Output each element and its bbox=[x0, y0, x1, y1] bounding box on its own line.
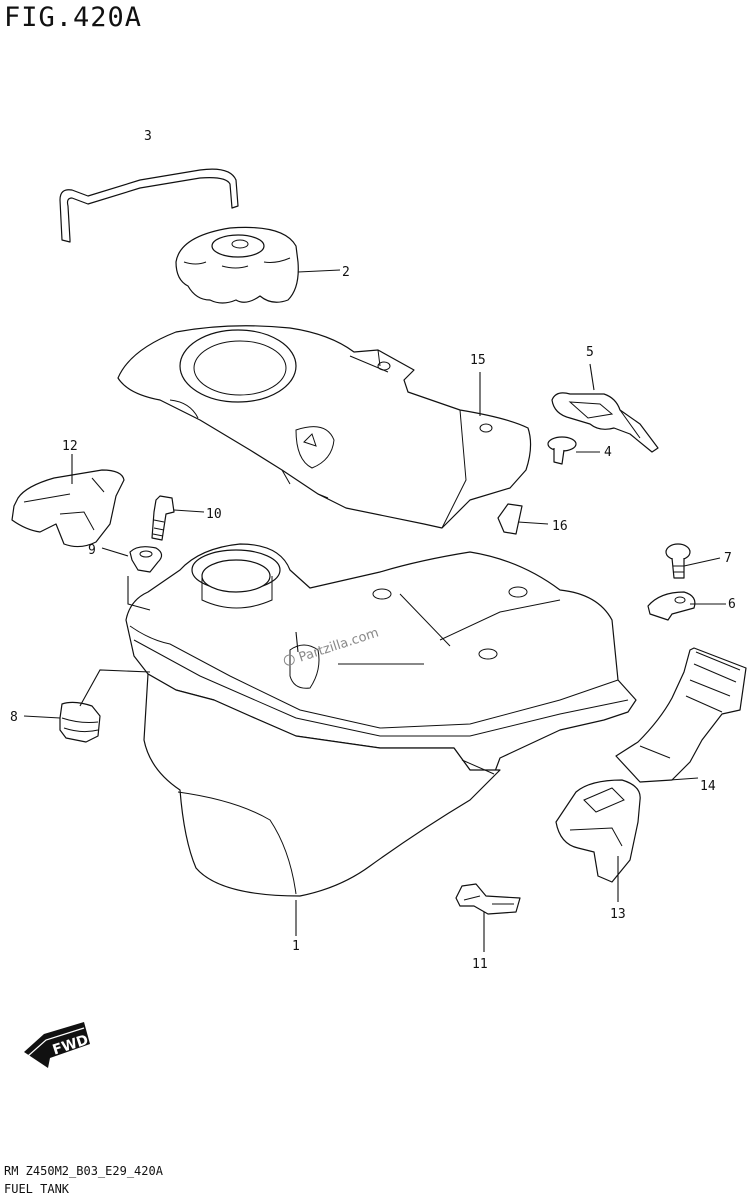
callout-14: 14 bbox=[700, 779, 716, 794]
model-code: RM Z450M2_B03_E29_420A bbox=[4, 1164, 163, 1178]
part-8-grommet[interactable] bbox=[59, 701, 101, 743]
part-4-screw[interactable] bbox=[547, 436, 577, 465]
callout-11: 11 bbox=[472, 957, 488, 972]
part-1-fuel-tank[interactable] bbox=[125, 543, 637, 897]
callout-5: 5 bbox=[586, 345, 594, 360]
leader-lines bbox=[23, 269, 726, 952]
callout-10: 10 bbox=[206, 507, 222, 522]
part-12-side-bracket[interactable] bbox=[11, 469, 125, 548]
callout-4: 4 bbox=[604, 445, 612, 460]
part-11-clip[interactable] bbox=[455, 883, 521, 915]
part-6-nut-plate[interactable] bbox=[647, 591, 696, 621]
callout-8: 8 bbox=[10, 710, 18, 725]
part-10-bolt[interactable] bbox=[151, 495, 175, 541]
callout-7: 7 bbox=[724, 551, 732, 566]
callout-13: 13 bbox=[610, 907, 626, 922]
figure-title: FIG.420A bbox=[4, 2, 143, 33]
part-2-fuel-cap[interactable] bbox=[175, 226, 299, 304]
part-14-heat-shield[interactable] bbox=[615, 647, 747, 783]
section-name: FUEL TANK bbox=[4, 1182, 70, 1196]
part-16-pad[interactable] bbox=[497, 503, 523, 535]
callout-16: 16 bbox=[552, 519, 568, 534]
callout-6: 6 bbox=[728, 597, 736, 612]
part-7-bolt[interactable] bbox=[665, 543, 691, 579]
callout-3: 3 bbox=[144, 129, 152, 144]
part-3-vent-hose[interactable] bbox=[59, 168, 239, 243]
callout-1: 1 bbox=[292, 939, 300, 954]
part-13-mounting-bracket[interactable] bbox=[555, 779, 641, 883]
callout-9: 9 bbox=[88, 543, 96, 558]
callout-labels: 1 2 3 4 5 6 7 8 9 10 11 12 13 14 15 16 bbox=[10, 129, 736, 972]
callout-12: 12 bbox=[62, 439, 78, 454]
fwd-direction-badge: FWD bbox=[24, 1022, 90, 1068]
part-5-bracket[interactable] bbox=[551, 392, 659, 453]
callout-15: 15 bbox=[470, 353, 486, 368]
part-9-collar[interactable] bbox=[129, 546, 163, 573]
callout-2: 2 bbox=[342, 265, 350, 280]
part-15-tank-cover[interactable] bbox=[117, 325, 532, 529]
